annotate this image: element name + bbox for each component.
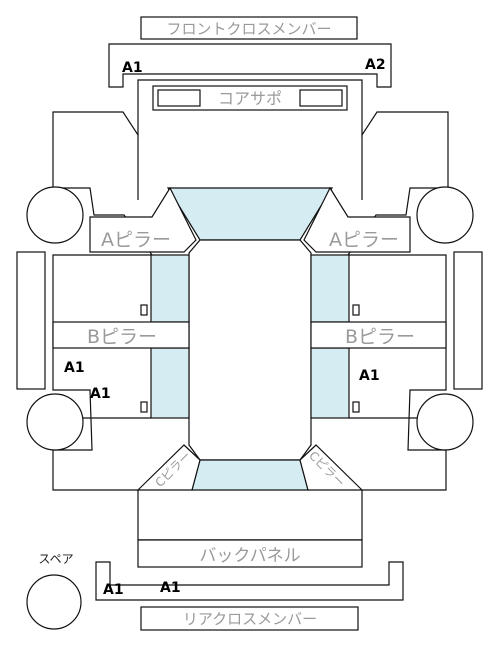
mark-front-left: A1 (122, 60, 143, 76)
mark-right-door: A1 (359, 368, 380, 384)
spare-tire[interactable] (26, 574, 82, 630)
front-cross-member-label: フロントクロスメンバー (166, 20, 331, 38)
core-support-left-slot (157, 89, 201, 107)
core-support-label: コアサポ (218, 89, 282, 108)
front-bracket[interactable] (108, 43, 392, 88)
rear-window[interactable] (191, 459, 309, 491)
door-handle-rear-left (140, 401, 148, 413)
b-pillar-right-label: Bピラー (345, 326, 415, 348)
b-pillar-left-label: Bピラー (87, 326, 157, 348)
mark-left-door-lower: A1 (90, 386, 111, 402)
b-pillar-left[interactable] (52, 321, 190, 349)
door-handle-front-left (140, 304, 148, 316)
mark-left-door-upper: A1 (64, 360, 85, 376)
core-support-right-slot (299, 89, 343, 107)
window-front-left[interactable] (150, 254, 190, 323)
back-panel-box[interactable] (137, 539, 363, 568)
b-pillar-right[interactable] (310, 321, 447, 349)
mark-front-right: A2 (365, 57, 386, 73)
door-handle-front-right (352, 304, 360, 316)
mark-rear-mid: A1 (160, 580, 181, 596)
tire-front-right[interactable] (416, 186, 474, 244)
rear-cross-member-label: リアクロスメンバー (183, 610, 317, 628)
tire-rear-left[interactable] (26, 393, 84, 451)
a-pillar-right-label: Aピラー (329, 229, 399, 251)
spare-label: スペア (38, 552, 73, 566)
roof[interactable] (188, 239, 312, 461)
c-pillar-right[interactable] (299, 444, 364, 491)
side-sill-right[interactable] (453, 251, 483, 390)
window-rear-right[interactable] (310, 347, 350, 419)
rear-cross-member-box[interactable] (140, 606, 359, 631)
window-rear-left[interactable] (150, 347, 190, 419)
door-handle-rear-right (352, 401, 360, 413)
window-front-right[interactable] (310, 254, 350, 323)
front-cross-member-box[interactable] (140, 16, 358, 40)
rear-bracket[interactable] (95, 561, 404, 601)
tire-rear-right[interactable] (416, 393, 474, 451)
a-pillar-right[interactable] (303, 186, 411, 253)
side-sill-left[interactable] (16, 251, 46, 390)
a-pillar-left[interactable] (89, 186, 197, 253)
a-pillar-left-label: Aピラー (101, 229, 171, 251)
back-panel-label: バックパネル (199, 546, 300, 566)
c-pillar-left[interactable] (136, 444, 201, 491)
tire-front-left[interactable] (26, 186, 84, 244)
mark-rear-left: A1 (103, 582, 124, 598)
